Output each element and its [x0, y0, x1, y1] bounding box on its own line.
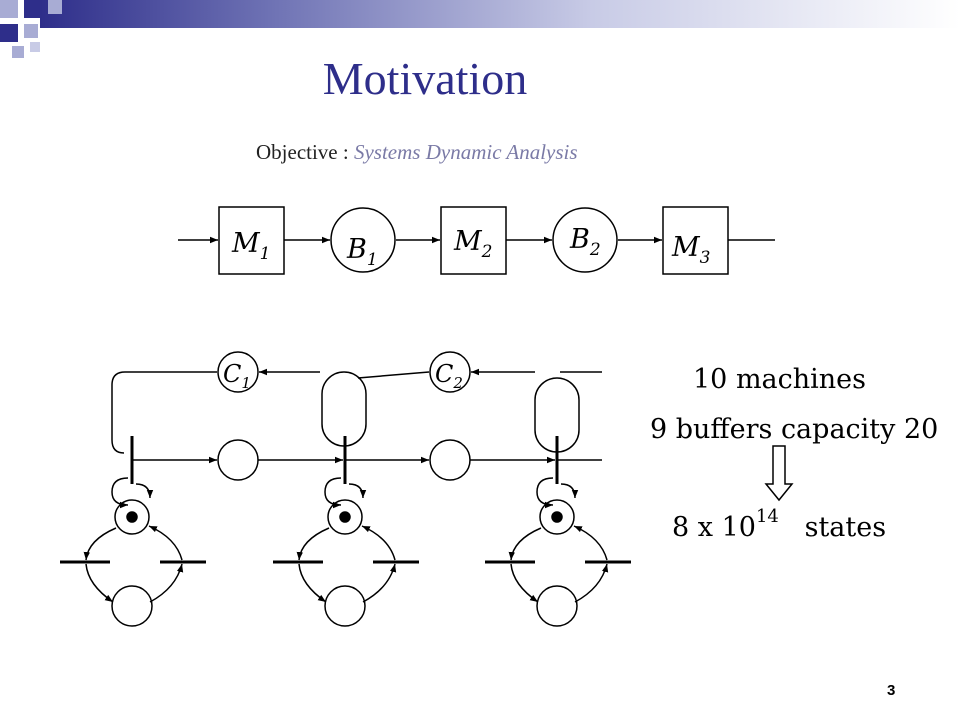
banner-gradient-bar [40, 0, 960, 28]
stat-states: 8 x 1014 states [672, 506, 887, 543]
node-b2-label: B2 [569, 224, 601, 260]
buffer-place-1 [217, 439, 259, 481]
node-m2-label: M2 [453, 226, 492, 262]
banner-squares [0, 0, 62, 58]
arc-c1-to-t1 [111, 371, 217, 454]
machine-idle-place-2 [327, 499, 363, 535]
buffer-place-2 [429, 439, 471, 481]
page-number: 3 [887, 682, 896, 699]
token-1 [126, 511, 138, 523]
capacity-c1-label: C1 [223, 360, 251, 392]
objective-value: Systems Dynamic Analysis [353, 140, 578, 164]
machine-busy-place-3 [536, 585, 578, 627]
stat-states-base: 8 x 10 [672, 512, 756, 543]
buffer-b2-circle [552, 207, 618, 273]
node-m1-label: M1 [231, 228, 270, 264]
slide-title: Motivation [322, 53, 528, 104]
arc-c2-feed [357, 371, 430, 379]
node-m3-label: M3 [671, 232, 710, 268]
machine-module-3 [485, 477, 631, 627]
machine-module-2 [273, 477, 419, 627]
machine-idle-place-3 [539, 499, 575, 535]
objective-line: Objective : Systems Dynamic Analysis [256, 140, 578, 165]
capacity-c2-label: C2 [435, 360, 463, 392]
machine-busy-place-1 [111, 585, 153, 627]
stat-machines: 10 machines [693, 364, 867, 395]
capacity-place-c1 [217, 351, 259, 393]
token-3 [551, 511, 563, 523]
stat-states-exponent: 14 [755, 506, 779, 527]
loop-t2 [321, 371, 367, 447]
machine-module-1 [60, 477, 206, 627]
stat-states-word: states [804, 512, 887, 543]
header-banner [0, 0, 960, 58]
machine-idle-place-1 [114, 499, 150, 535]
stat-buffers: 9 buffers capacity 20 [650, 414, 939, 445]
buffer-b1-circle [330, 207, 396, 273]
capacity-place-c2 [429, 351, 471, 393]
implies-arrow-icon [764, 445, 794, 502]
node-b1-label: B1 [346, 234, 378, 270]
production-line-diagram [178, 206, 775, 275]
machine-busy-place-2 [324, 585, 366, 627]
token-2 [339, 511, 351, 523]
petri-net-diagram [60, 351, 631, 627]
objective-label: Objective : [256, 140, 354, 164]
